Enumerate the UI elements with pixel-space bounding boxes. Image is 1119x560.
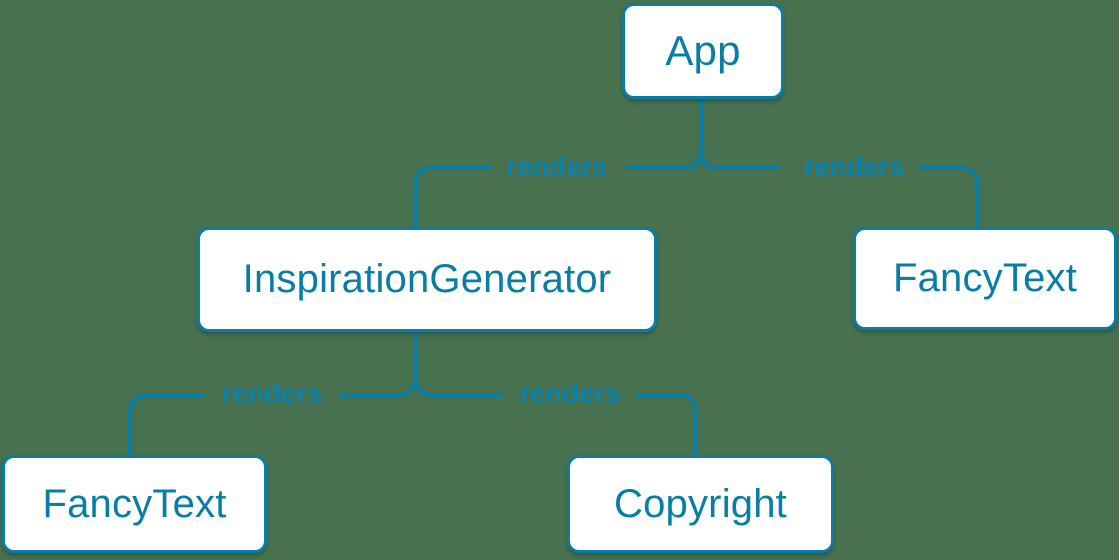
node-app: App (622, 3, 784, 99)
node-inspiration-generator: InspirationGenerator (197, 227, 657, 332)
node-fancy-text-bottom-left: FancyText (2, 455, 267, 553)
edge-label-app-inspiration-generator: renders (506, 151, 608, 182)
edge-label-app-fancy-text: renders (803, 151, 905, 182)
edge-label-inspiration-generator-copyright: renders (519, 378, 621, 409)
edge-inspiration-generator-to-copyright (413, 330, 698, 457)
node-fancy-text-top-right: FancyText (853, 227, 1117, 330)
edge-app-to-fancy-text (699, 97, 980, 229)
node-copyright: Copyright (567, 455, 834, 553)
edge-label-inspiration-generator-fancy-text: renders (221, 378, 323, 409)
